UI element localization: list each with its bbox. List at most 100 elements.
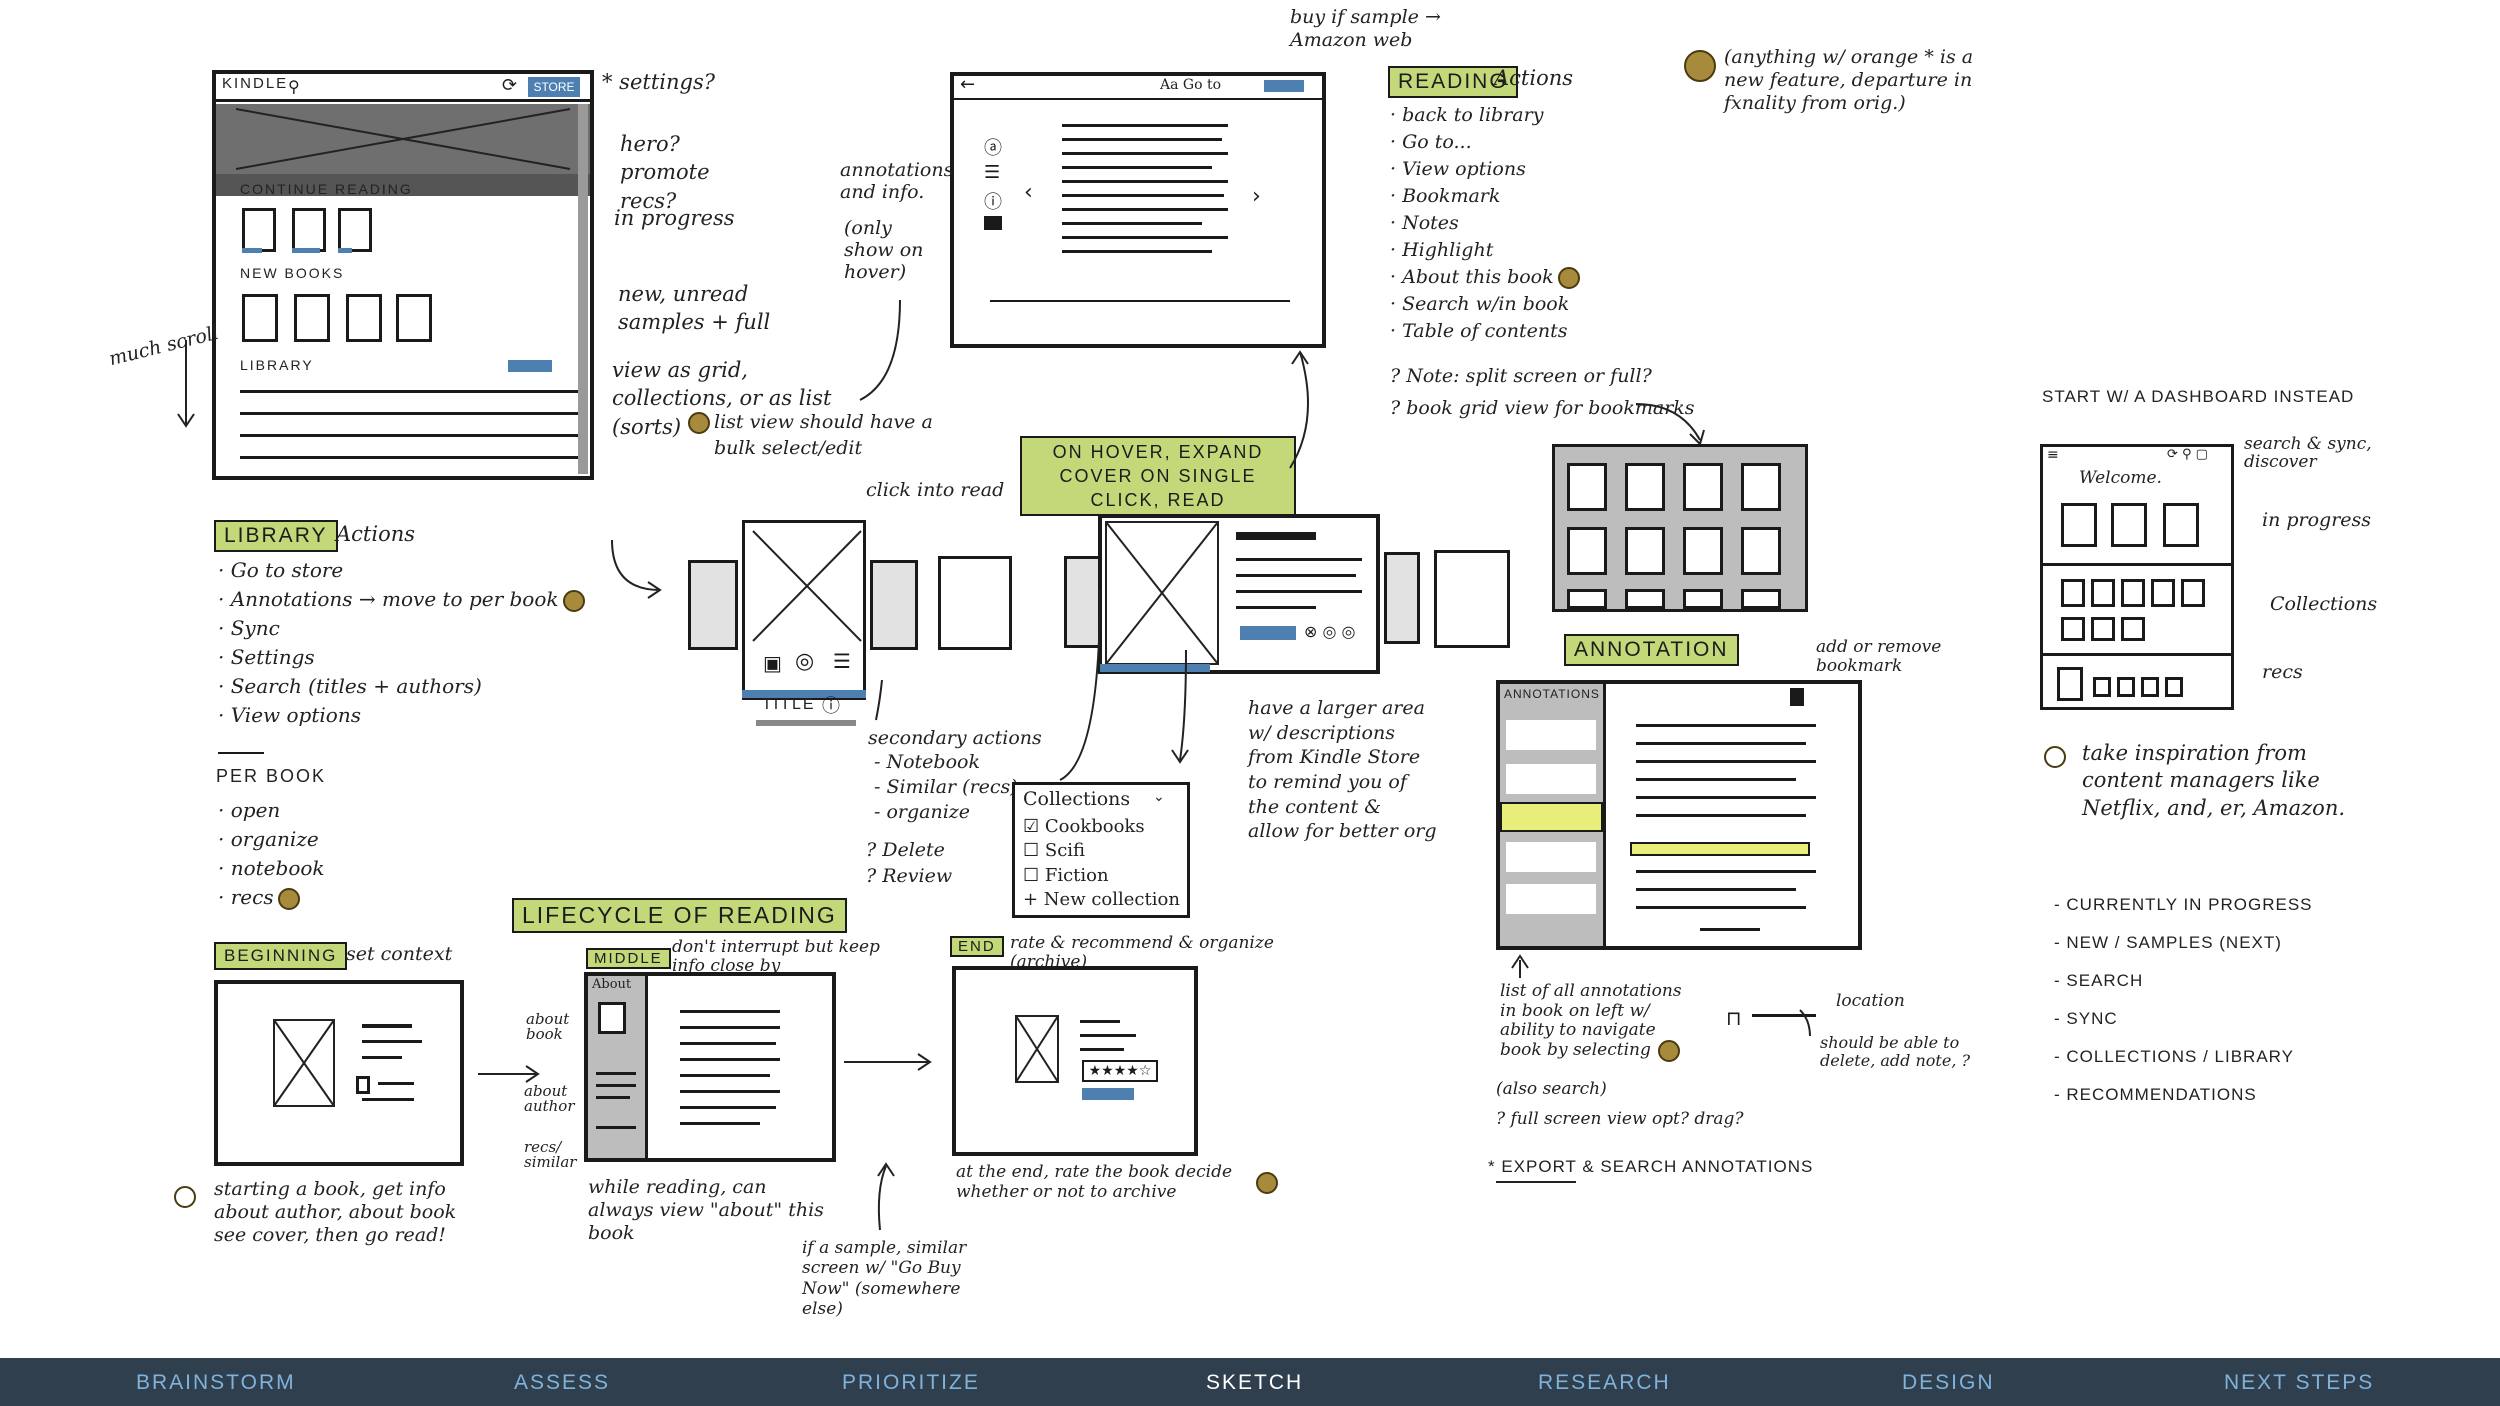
also-search-note: (also search) <box>1496 1079 1607 1099</box>
new-thumb-3[interactable] <box>346 294 382 342</box>
carousel-book-next-2[interactable] <box>1434 550 1510 648</box>
library-row-1[interactable] <box>240 390 580 393</box>
nav-brainstorm[interactable]: BRAINSTORM <box>136 1371 296 1394</box>
info-icon[interactable]: ⓘ <box>822 696 840 717</box>
carousel-book-expanded[interactable]: ▣ ◎ ☰ <box>742 520 866 700</box>
chevron-down-icon[interactable]: ⌄ <box>1153 789 1165 805</box>
collection-option[interactable]: ☐ Fiction <box>1023 864 1109 886</box>
continue-thumb-1[interactable] <box>242 208 276 252</box>
carousel-book-right-1[interactable] <box>870 560 918 650</box>
organize-icon[interactable]: ☰ <box>833 649 851 673</box>
nav-prioritize[interactable]: PRIORITIZE <box>842 1371 980 1394</box>
bookmark-icon[interactable] <box>1790 688 1804 706</box>
notebook-icon[interactable]: ▣ <box>763 651 782 675</box>
dashboard-collection-thumb[interactable] <box>2181 579 2205 607</box>
dashboard-rec-thumb[interactable] <box>2057 667 2083 701</box>
dashboard-collection-thumb[interactable] <box>2151 579 2175 607</box>
continue-thumb-2[interactable] <box>292 208 326 252</box>
hover-tag: ON HOVER, EXPAND COVER ON SINGLE CLICK, … <box>1020 436 1296 516</box>
nav-research[interactable]: RESEARCH <box>1538 1371 1671 1394</box>
bookmark-page[interactable] <box>1741 463 1781 511</box>
menu-icon[interactable]: ≡ <box>2047 447 2059 463</box>
library-action-item: · Settings <box>218 645 315 669</box>
dashboard-rec-thumb[interactable] <box>2141 677 2159 697</box>
view-toggle[interactable] <box>508 360 552 372</box>
buy-button[interactable] <box>1264 80 1304 92</box>
bookmark-page[interactable] <box>1683 463 1723 511</box>
book-detail-card[interactable]: ⊗ ◎ ◎ <box>1098 514 1380 674</box>
dashboard-rec-thumb[interactable] <box>2165 677 2183 697</box>
read-button[interactable] <box>1240 626 1296 640</box>
dashboard-collection-thumb[interactable] <box>2121 617 2145 641</box>
middle-screen: About <box>584 972 836 1162</box>
similar-icon[interactable]: ◎ <box>795 649 815 674</box>
dashboard-list-item: - CURRENTLY IN PROGRESS <box>2054 895 2313 914</box>
next-page-icon[interactable]: › <box>1252 184 1261 209</box>
new-thumb-1[interactable] <box>242 294 278 342</box>
dashboard-rec-thumb[interactable] <box>2117 677 2135 697</box>
bookmark-page[interactable] <box>1741 527 1781 575</box>
reader-topbar: ← Aa Go to <box>954 74 1322 100</box>
carousel-book-left[interactable] <box>688 560 738 650</box>
dashboard-progress-thumb[interactable] <box>2163 503 2199 547</box>
reader-progress-line[interactable] <box>990 300 1290 302</box>
new-thumb-2[interactable] <box>294 294 330 342</box>
dashboard-collection-thumb[interactable] <box>2061 579 2085 607</box>
collection-option[interactable]: ☑ Cookbooks <box>1023 816 1145 837</box>
bookmark-page[interactable] <box>1683 527 1723 575</box>
annotation-item-selected[interactable] <box>1500 802 1603 832</box>
dashboard-rec-thumb[interactable] <box>2093 677 2111 697</box>
dashboard-collection-thumb[interactable] <box>2091 579 2115 607</box>
home-scrollbar[interactable] <box>578 104 588 474</box>
annotation-item[interactable] <box>1506 884 1596 914</box>
carousel-book-right-2[interactable] <box>938 556 1012 650</box>
bookmark-page[interactable] <box>1625 589 1665 609</box>
dashboard-collection-thumb[interactable] <box>2091 617 2115 641</box>
nav-sketch[interactable]: SKETCH <box>1206 1371 1304 1394</box>
dashboard-top-icons[interactable]: ⟳ ⚲ ▢ <box>2167 447 2208 462</box>
continue-thumb-3[interactable] <box>338 208 372 252</box>
bookmark-page[interactable] <box>1625 463 1665 511</box>
store-button[interactable]: STORE <box>528 77 580 97</box>
dashboard-collection-thumb[interactable] <box>2061 617 2085 641</box>
dashboard-progress-thumb[interactable] <box>2111 503 2147 547</box>
annotation-item[interactable] <box>1506 764 1596 794</box>
new-thumb-4[interactable] <box>396 294 432 342</box>
detail-action-icons[interactable]: ⊗ ◎ ◎ <box>1304 622 1356 641</box>
new-collection-button[interactable]: + New collection <box>1023 888 1180 910</box>
nav-design[interactable]: DESIGN <box>1902 1371 1995 1394</box>
nav-next-steps[interactable]: NEXT STEPS <box>2224 1371 2375 1394</box>
sync-icon[interactable]: ⟳ <box>502 75 518 96</box>
rating-stars[interactable]: ★★★★☆ <box>1082 1060 1158 1082</box>
archive-button[interactable] <box>1082 1088 1134 1100</box>
highlighted-passage[interactable] <box>1630 842 1810 856</box>
nav-assess[interactable]: ASSESS <box>514 1371 611 1394</box>
collection-option[interactable]: ☐ Scifi <box>1023 840 1086 862</box>
annotation-item[interactable] <box>1506 842 1596 872</box>
reader-info-icons[interactable]: ⓐ ☰ ⓘ <box>984 134 1012 244</box>
about-panel[interactable]: About <box>588 976 648 1158</box>
library-row-3[interactable] <box>240 434 580 437</box>
library-row-4[interactable] <box>240 456 580 459</box>
dashboard-collection-thumb[interactable] <box>2121 579 2145 607</box>
reader-toolbar-text[interactable]: Aa Go to <box>1160 77 1222 93</box>
dashboard-heading: START W/ A DASHBOARD INSTEAD <box>2042 387 2355 406</box>
secondary-action-item: - Notebook <box>874 751 980 773</box>
bookmark-page[interactable] <box>1567 463 1607 511</box>
prev-page-icon[interactable]: ‹ <box>1024 180 1033 205</box>
carousel-book-next[interactable] <box>1384 552 1420 644</box>
back-icon[interactable]: ← <box>960 74 976 95</box>
bookmark-page[interactable] <box>1567 589 1607 609</box>
while-reading-note: while reading, can always view "about" t… <box>588 1176 824 1244</box>
dashboard-progress-thumb[interactable] <box>2061 503 2097 547</box>
search-icon[interactable]: ⚲ <box>288 77 300 96</box>
bookmark-page[interactable] <box>1683 589 1723 609</box>
bookmark-page[interactable] <box>1567 527 1607 575</box>
library-row-2[interactable] <box>240 412 580 415</box>
library-action-item: · Go to store <box>218 558 344 582</box>
annotation-item[interactable] <box>1506 720 1596 750</box>
bookmark-page[interactable] <box>1625 527 1665 575</box>
bookmark-page[interactable] <box>1741 589 1781 609</box>
collections-title: Collections <box>1023 788 1131 810</box>
collections-dropdown[interactable]: Collections ⌄ ☑ Cookbooks ☐ Scifi ☐ Fict… <box>1012 782 1190 918</box>
